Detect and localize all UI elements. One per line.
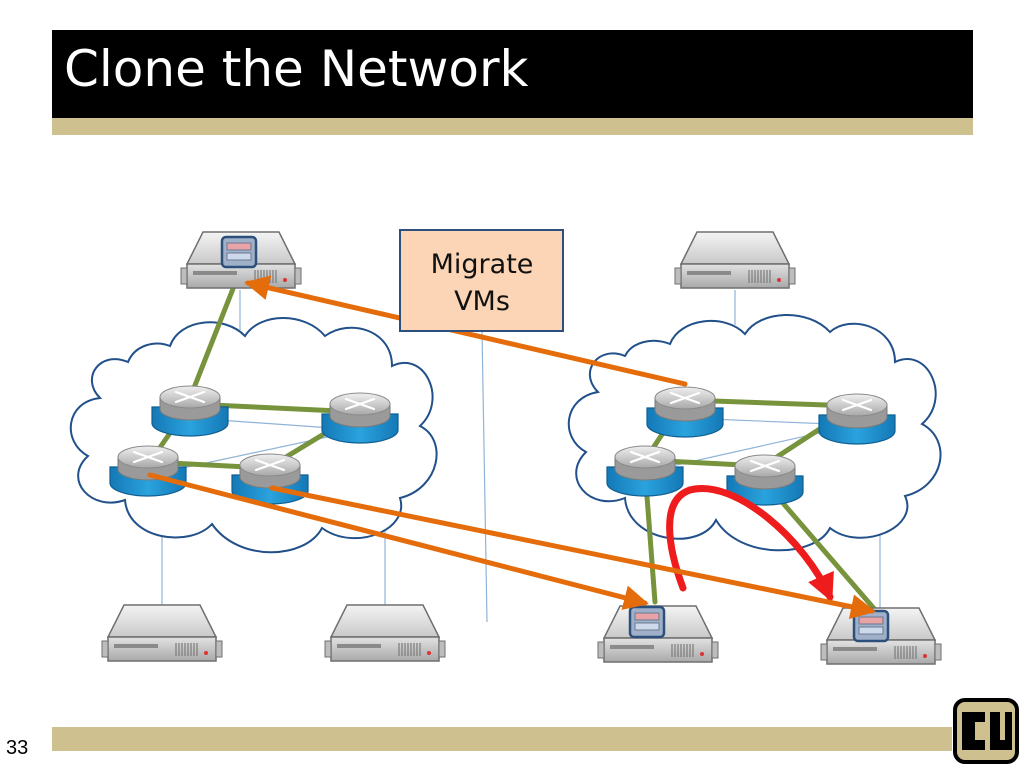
slide-title: Clone the Network: [64, 40, 529, 98]
migration-arrow-1: [244, 275, 688, 387]
title-bar: Clone the Network: [52, 30, 973, 118]
vm-icon-source: [220, 235, 258, 269]
migrate-callout: Migrate VMs: [399, 229, 564, 332]
divider-line: [481, 329, 488, 623]
right-top-server: [674, 231, 796, 289]
right-router-c: [605, 444, 685, 498]
cu-logo: [953, 698, 1019, 764]
left-bottom-server-2: [324, 604, 446, 662]
migration-arrow-2: [147, 472, 649, 610]
right-router-a: [645, 385, 725, 439]
red-swap-arrow: [666, 485, 834, 603]
vm-icon-dest-1: [628, 605, 666, 639]
page-number: 33: [6, 737, 29, 759]
footer-rule: [52, 727, 952, 751]
migration-arrows: [147, 275, 876, 620]
right-router-b: [817, 392, 897, 446]
left-bottom-server-1: [101, 604, 223, 662]
left-router-b: [320, 391, 400, 445]
callout-line-1: Migrate: [431, 249, 534, 280]
title-rule: [52, 118, 973, 135]
left-router-d: [230, 452, 310, 506]
left-router-c: [108, 444, 188, 498]
callout-line-2: VMs: [454, 286, 510, 317]
left-router-a: [150, 384, 230, 438]
vm-icon-dest-2: [852, 609, 890, 643]
migration-arrow-3: [269, 485, 876, 620]
